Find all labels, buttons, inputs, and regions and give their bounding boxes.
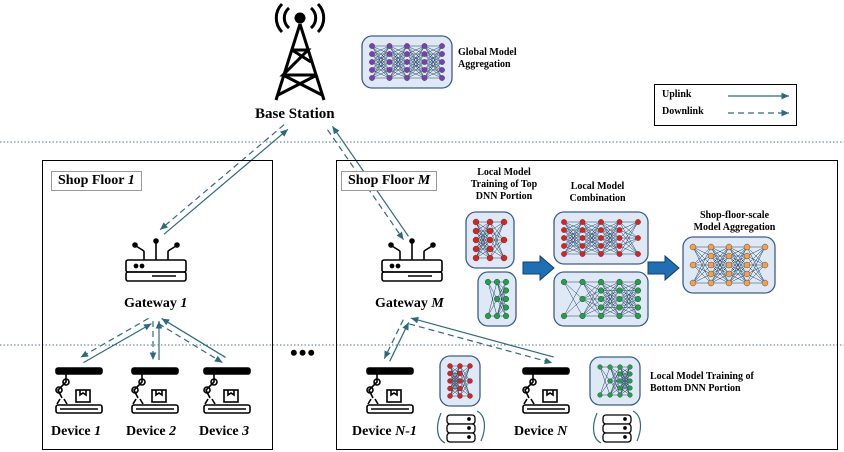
link-gwm-bs-downlink [327,129,405,241]
link-group [80,124,554,365]
global-model-network-icon [361,35,453,89]
legend: Uplink Downlink [654,84,797,126]
link-gw1-bs-downlink [159,124,285,231]
robot-device-n-1-icon [366,367,414,414]
shop-floor-m-box [336,160,838,450]
device-3-label: Device 3 [199,424,250,439]
aggregated-network-icon [682,236,776,294]
link-devn1-gwm-uplink [389,322,410,362]
top-dnn-network-icon [465,211,515,269]
robot-device-3-icon [203,367,251,414]
bottom-dnn-network-icon [477,271,517,327]
gateway-1-label: Gateway 1 [124,296,188,311]
link-dev3-gw1-downlink [158,323,223,364]
legend-uplink-label: Uplink [662,89,692,100]
robot-device-1-icon [55,367,103,414]
link-gw1-bs [159,124,289,235]
base-station-tower-icon [274,2,326,101]
link-dev1-gw1-uplink [83,323,152,364]
device-n-1-network-icon [439,355,481,407]
link-devn-gwm-downlink [409,323,553,365]
link-dev2-gw1 [149,321,163,360]
aggregation-label: Shop-floor-scale Model Aggregation [693,210,776,233]
link-devn1-gwm-downlink [383,319,404,359]
shop-floor-m-title: Shop Floor M [341,171,438,191]
link-dev1-gw1-downlink [80,317,149,358]
device-2-label: Device 2 [126,424,177,439]
global-model-label: Global Model Aggregation [458,47,517,70]
link-devn1-gwm [383,319,410,362]
database-device-n-icon [592,410,642,444]
process-arrow-1 [522,254,555,282]
device-1-label: Device 1 [51,424,102,439]
shop-floor-1-title: Shop Floor 1 [51,171,142,191]
bottom-training-label: Local Model Training of Bottom DNN Porti… [650,371,754,394]
ellipsis: ••• [290,340,317,365]
legend-downlink-label: Downlink [662,106,704,117]
gateway-m-label: Gateway M [375,296,444,311]
link-devn-gwm [409,316,554,365]
combination-label: Local Model Combination [569,181,626,204]
legend-arrows [728,92,789,117]
top-training-label: Local Model Training of Top DNN Portion [470,167,538,202]
device-n-network-icon [589,356,641,406]
link-gw1-bs-uplink [163,128,289,235]
link-dev1-gw1 [80,317,152,364]
device-n-1-label: Device N-1 [352,424,417,439]
gateway-m-icon [381,238,443,282]
combined-green-network-icon [553,271,649,327]
database-device-n-1-icon [436,410,486,444]
combined-red-network-icon [553,211,649,265]
gateway-1-icon [125,238,187,282]
shop-floor-1-box [42,160,273,450]
process-arrow-2 [647,254,680,282]
base-station-label: Base Station [255,106,335,122]
link-dev3-gw1 [158,317,226,364]
robot-device-2-icon [131,367,179,414]
device-n-label: Device N [514,424,568,439]
robot-device-n-icon [522,367,570,414]
link-dev3-gw1-uplink [161,317,226,358]
link-devn-gwm-uplink [410,316,554,358]
